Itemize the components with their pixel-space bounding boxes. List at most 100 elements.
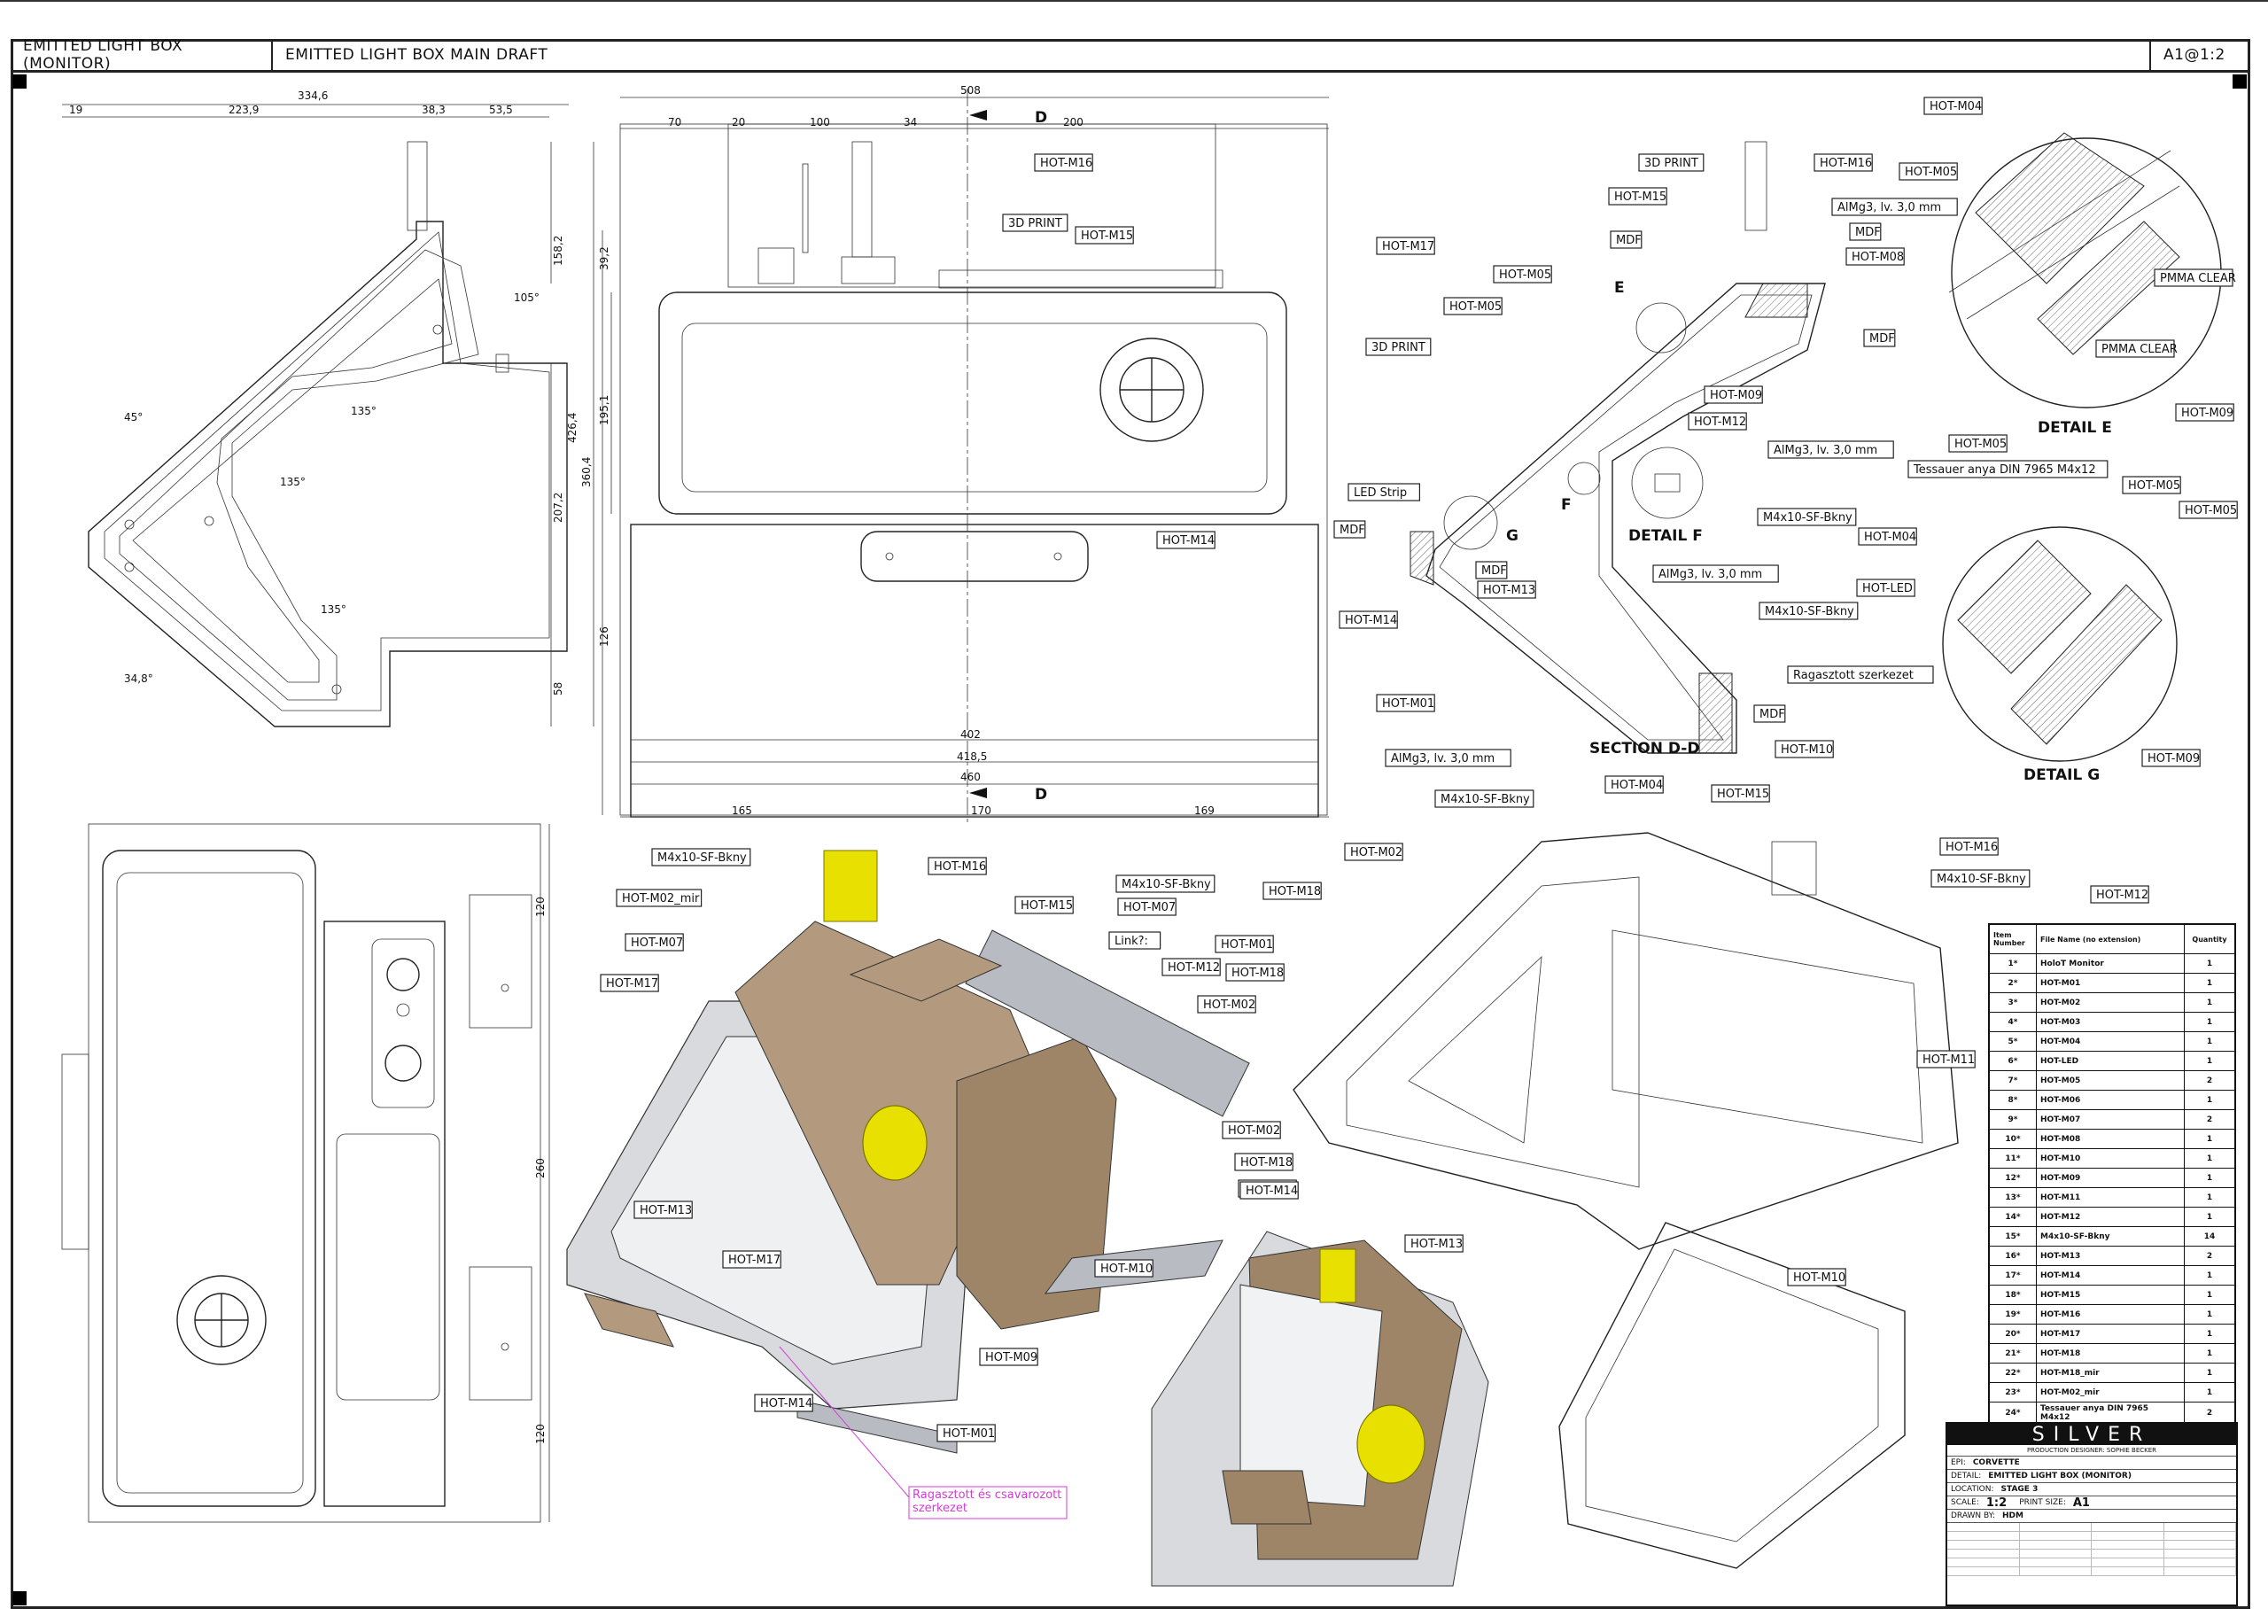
bom-item-number: 1* — [1988, 953, 2037, 974]
callout-m01a: HOT-M01 — [1376, 694, 1435, 712]
callout-text: HOT-M18 — [1231, 967, 1284, 980]
bom-quantity: 1 — [2184, 1363, 2236, 1383]
callout-mdf_f: MDF — [1753, 704, 1786, 723]
callout-mdf_c: MDF — [1863, 329, 1896, 347]
dim-195: 195,1 — [598, 395, 610, 425]
detail-f-marker: F — [1561, 496, 1572, 514]
callout-text: HOT-M16 — [1820, 157, 1872, 170]
dim-169: 169 — [1194, 804, 1215, 817]
dim-360: 360,4 — [580, 457, 593, 487]
callout-m08a: HOT-M08 — [1845, 247, 1905, 266]
bom-quantity: 1 — [2184, 1304, 2236, 1325]
brand-logo: SILVER — [1947, 1424, 2236, 1446]
callout-text: MDF — [1855, 226, 1881, 239]
bom-item-number: 20* — [1988, 1324, 2037, 1344]
production-designer: PRODUCTION DESIGNER: SOPHIE BECKER — [2026, 1447, 2157, 1454]
callout-m09b: HOT-M09 — [1704, 385, 1763, 404]
callout-text: M4x10-SF-Bkny — [1763, 511, 1852, 524]
dim-223: 223,9 — [229, 104, 259, 116]
bom-item-number: 15* — [1988, 1226, 2037, 1247]
location-label: LOCATION: — [1951, 1485, 1994, 1494]
callout-m07b: HOT-M07 — [1117, 897, 1177, 916]
callout-text: HOT-M07 — [1123, 901, 1176, 914]
bom-file-name: Tessauer anya DIN 7965 M4x12 — [2036, 1402, 2185, 1426]
bom-file-name: HOT-M01 — [2036, 973, 2185, 993]
bill-of-materials-table: Item Number File Name (no extension) Qua… — [1988, 923, 2236, 1426]
callout-m05b: HOT-M05 — [1948, 434, 2008, 453]
callout-m02mir: HOT-M02_mir — [616, 889, 703, 907]
bom-quantity: 1 — [2184, 1031, 2236, 1052]
bom-quantity: 2 — [2184, 1109, 2236, 1130]
callout-m05c: HOT-M05 — [1493, 265, 1552, 284]
callout-m10a: HOT-M10 — [1775, 740, 1834, 758]
bom-quantity: 2 — [2184, 1246, 2236, 1266]
bom-file-name: HOT-M14 — [2036, 1265, 2185, 1286]
callout-m15a: HOT-M15 — [1075, 226, 1134, 245]
dim-418: 418,5 — [957, 750, 987, 763]
callout-m4x10a: M4x10-SF-Bkny — [1757, 508, 1857, 526]
bom-file-name: HOT-M02 — [2036, 992, 2185, 1013]
callout-m4x10c: M4x10-SF-Bkny — [651, 848, 751, 866]
dim-rear-260: 260 — [534, 1158, 547, 1178]
callout-text: HOT-M13 — [640, 1204, 692, 1217]
callout-text: HOT-M15 — [1021, 899, 1073, 913]
callout-text: Ragasztott szerkezet — [1793, 669, 1914, 682]
callout-text: MDF — [1340, 524, 1365, 537]
title-block: SILVER PRODUCTION DESIGNER: SOPHIE BECKE… — [1946, 1422, 2238, 1606]
bom-file-name: HOT-M06 — [2036, 1090, 2185, 1110]
callout-mdf_b: MDF — [1610, 230, 1643, 249]
callout-m15b: HOT-M15 — [1608, 187, 1667, 206]
bom-file-name: HOT-M05 — [2036, 1070, 2185, 1091]
bom-file-name: HOT-M11 — [2036, 1187, 2185, 1208]
callout-text: Link?: — [1115, 935, 1148, 948]
callout-link: Link?: — [1108, 931, 1161, 950]
callout-text: PMMA CLEAR — [2160, 272, 2236, 285]
callout-text: MDF — [1869, 332, 1895, 346]
dim-53: 53,5 — [489, 104, 513, 116]
bom-item-number: 13* — [1988, 1187, 2037, 1208]
callout-almg_a: AlMg3, lv. 3,0 mm — [1831, 198, 1958, 216]
callout-text: HOT-M17 — [728, 1254, 781, 1267]
callout-text: 3D PRINT — [1644, 157, 1698, 170]
bom-file-name: HOT-M15 — [2036, 1285, 2185, 1305]
bom-item-number: 17* — [1988, 1265, 2037, 1286]
callout-print3d_c: 3D PRINT — [1638, 153, 1705, 172]
callout-text: HOT-M12 — [1168, 961, 1220, 975]
callout-text: HOT-M16 — [1040, 157, 1092, 170]
callout-text: HOT-M04 — [1611, 779, 1663, 792]
callout-text: HOT-M05 — [1499, 268, 1551, 282]
callout-m02c: HOT-M02 — [1197, 995, 1256, 1014]
callout-text: HOT-LED — [1862, 582, 1913, 595]
angle-45: 45° — [124, 411, 143, 423]
detail-g-title: DETAIL G — [2023, 766, 2100, 784]
callout-text: Ragasztott és csavarozott szerkezet — [913, 1488, 1062, 1515]
callout-m05d: HOT-M05 — [1443, 297, 1503, 315]
callout-text: HOT-M09 — [2148, 752, 2200, 765]
callout-text: M4x10-SF-Bkny — [1937, 873, 2026, 886]
print-size-value: A1 — [2072, 1496, 2090, 1510]
drawing-sheet-border — [11, 39, 2250, 1609]
bom-file-name: HOT-M13 — [2036, 1246, 2185, 1266]
callout-text: HOT-M15 — [1081, 229, 1133, 243]
callout-m04b: HOT-M04 — [1858, 527, 1917, 546]
callout-mdf_e: MDF — [1475, 561, 1508, 579]
dim-126: 126 — [598, 626, 610, 647]
bom-item-number: 21* — [1988, 1343, 2037, 1364]
bom-item-number: 23* — [1988, 1382, 2037, 1403]
bom-file-name: HOT-M04 — [2036, 1031, 2185, 1052]
callout-pmma_clear2: PMMA CLEAR — [2095, 339, 2178, 358]
bom-item-number: 10* — [1988, 1129, 2037, 1149]
callout-text: HOT-M09 — [2181, 407, 2233, 420]
callout-almg_c: AlMg3, lv. 3,0 mm — [1652, 564, 1779, 583]
dim-158: 158,2 — [552, 236, 564, 266]
dim-402: 402 — [960, 728, 981, 741]
back-iso-view — [1558, 1222, 1906, 1569]
dim-508: 508 — [960, 84, 981, 97]
